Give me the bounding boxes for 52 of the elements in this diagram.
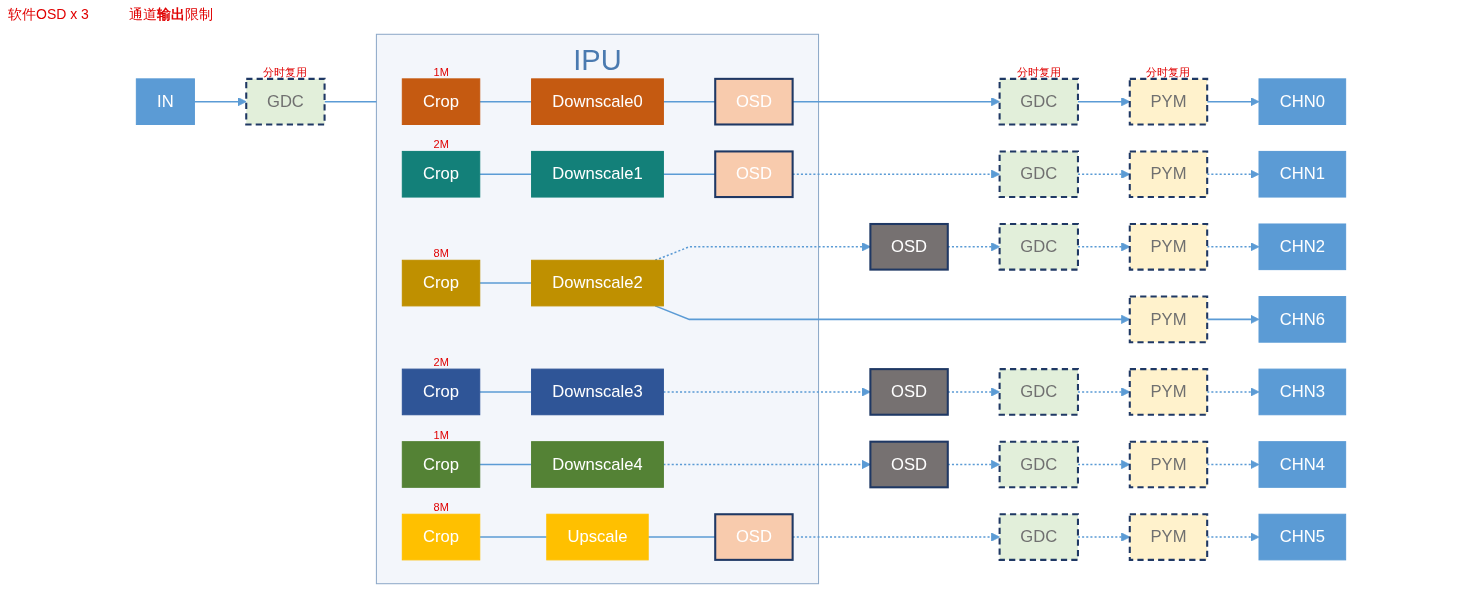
- side-note: 分时复用: [1016, 65, 1061, 78]
- node-box: GDC: [998, 440, 1079, 489]
- node-box: CHN1: [1258, 150, 1347, 198]
- node-box: IN: [135, 78, 195, 125]
- note-text: 通道输出限制: [128, 6, 213, 24]
- node-box: Crop: [401, 150, 481, 198]
- node-box: CHN2: [1258, 223, 1347, 271]
- node-box: Crop: [401, 259, 481, 307]
- node-box: CHN4: [1258, 441, 1347, 488]
- node-box: Downscale3: [531, 368, 664, 416]
- node-box: PYM: [1128, 77, 1209, 126]
- node-box: Crop: [401, 78, 481, 125]
- note-text: 软件OSD x 3: [8, 6, 89, 24]
- node-box: Downscale0: [531, 78, 664, 125]
- node-box: GDC: [998, 150, 1079, 199]
- node-box: CHN3: [1258, 368, 1347, 416]
- node-box: GDC: [998, 513, 1079, 561]
- node-box: OSD: [869, 222, 949, 271]
- node-box: PYM: [1128, 513, 1209, 561]
- node-box: CHN5: [1258, 513, 1347, 561]
- node-box: OSD: [714, 513, 794, 561]
- node-box: Crop: [401, 368, 481, 416]
- node-box: CHN6: [1258, 296, 1347, 343]
- node-box: PYM: [1128, 440, 1209, 489]
- node-box: GDC: [998, 222, 1079, 271]
- node-box: CHN0: [1258, 78, 1347, 125]
- side-note: 1M: [433, 65, 449, 78]
- node-box: Upscale: [546, 513, 649, 561]
- node-box: PYM: [1128, 150, 1209, 199]
- arrow: [654, 242, 871, 262]
- node-box: Crop: [401, 513, 481, 561]
- node-box: PYM: [1128, 222, 1209, 271]
- node-box: OSD: [869, 440, 949, 489]
- node-box: GDC: [245, 77, 326, 126]
- side-note: 分时复用: [1146, 65, 1191, 78]
- node-box: OSD: [714, 150, 794, 199]
- side-note: 2M: [433, 356, 449, 369]
- side-note: 1M: [433, 428, 449, 441]
- node-box: Downscale4: [531, 441, 664, 488]
- node-box: Downscale2: [531, 259, 664, 307]
- side-note: 2M: [433, 138, 449, 151]
- node-box: GDC: [998, 77, 1079, 126]
- node-box: PYM: [1128, 368, 1209, 416]
- node-box: OSD: [714, 77, 794, 126]
- node-box: Crop: [401, 441, 481, 488]
- node-box: Downscale1: [531, 150, 664, 198]
- node-box: PYM: [1128, 295, 1209, 344]
- node-box: GDC: [998, 368, 1079, 416]
- node-box: OSD: [869, 368, 949, 416]
- side-note: 8M: [433, 247, 449, 260]
- side-note: 分时复用: [263, 65, 308, 78]
- side-note: 8M: [433, 501, 449, 514]
